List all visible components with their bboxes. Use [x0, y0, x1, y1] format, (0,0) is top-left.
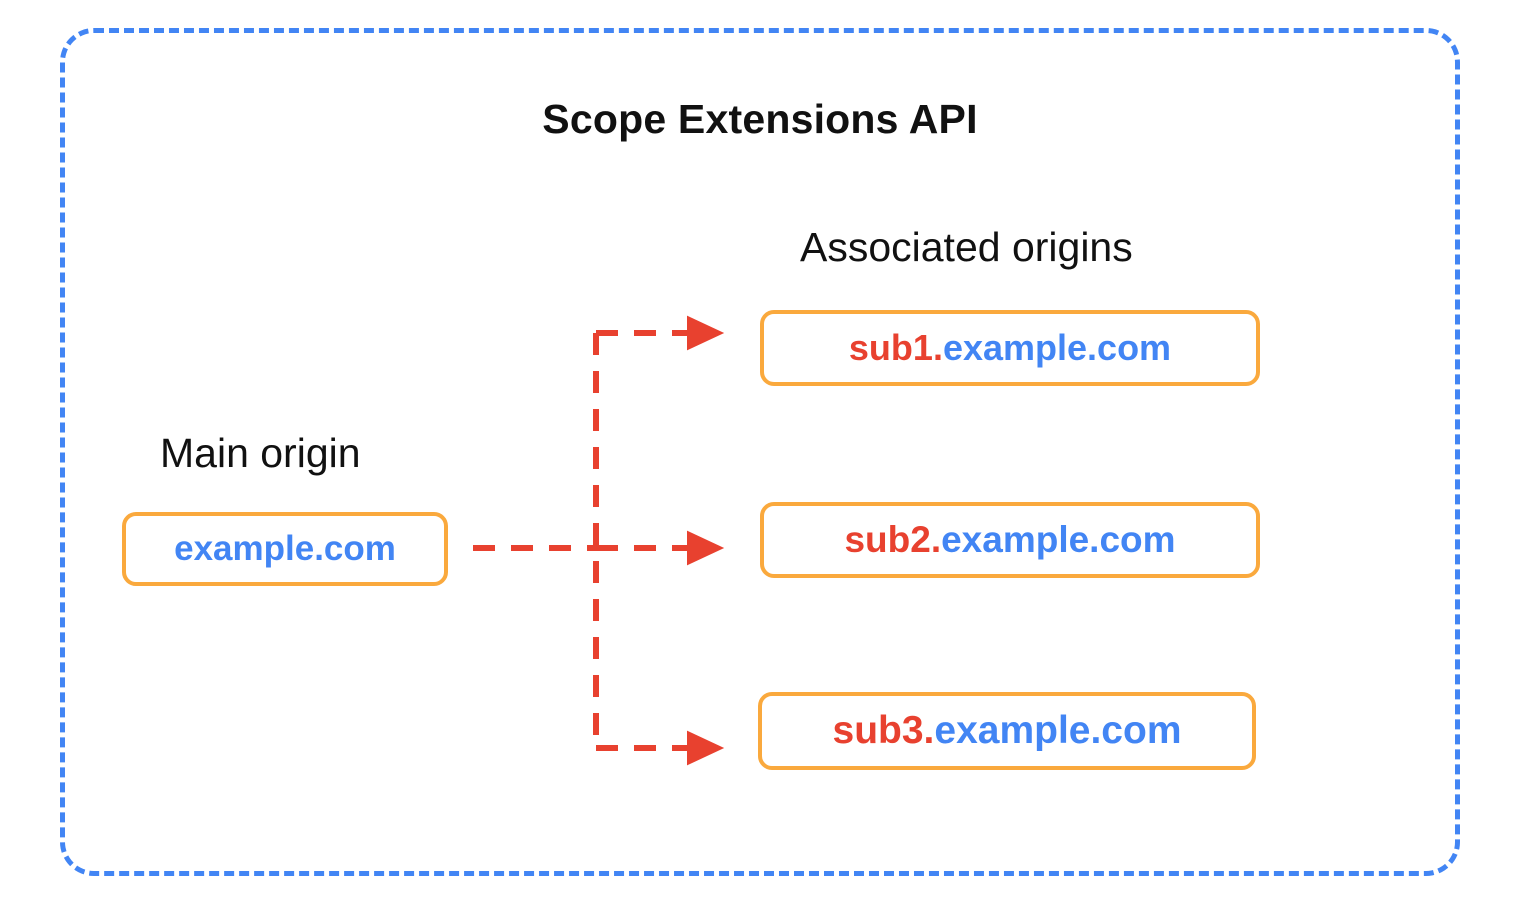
associated-origins-label: Associated origins	[800, 224, 1133, 270]
page-title: Scope Extensions API	[542, 96, 978, 142]
origin-domain-text: example.com	[174, 529, 396, 568]
origin-box-sub3[interactable]: sub3.example.com	[758, 692, 1256, 770]
origin-domain-text: example.com	[942, 327, 1172, 368]
origin-domain-text: example.com	[941, 519, 1176, 560]
origin-box-sub1[interactable]: sub1.example.com	[760, 310, 1260, 386]
origin-box-sub2[interactable]: sub2.example.com	[760, 502, 1260, 578]
origin-subdomain-text: sub3	[832, 709, 924, 752]
main-origin-label: Main origin	[160, 430, 361, 476]
origin-subdomain-text: sub2	[844, 519, 931, 560]
origin-dot-separator: .	[932, 327, 943, 368]
origin-dot-separator: .	[930, 519, 942, 560]
origin-box-main[interactable]: example.com	[122, 512, 448, 586]
origin-domain-text: example.com	[934, 709, 1182, 752]
origin-dot-separator: .	[923, 709, 935, 752]
scope-extensions-container	[60, 28, 1460, 876]
origin-subdomain-text: sub1	[848, 327, 933, 368]
